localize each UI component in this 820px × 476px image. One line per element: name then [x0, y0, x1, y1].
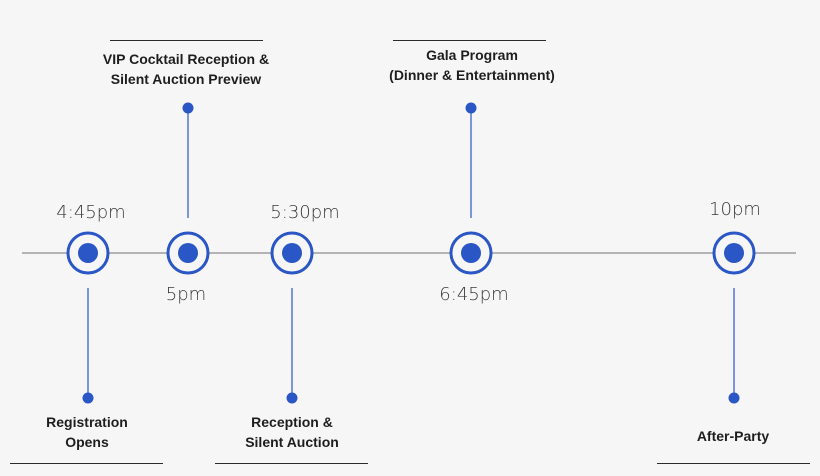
- marker-dot-after-party: [724, 243, 744, 263]
- event-title-line: Opens: [65, 434, 109, 450]
- event-title-line: (Dinner & Entertainment): [389, 67, 555, 83]
- divider-rule: [657, 463, 810, 464]
- time-label-reception: 5:30pm: [270, 202, 340, 223]
- end-dot-after-party: [728, 392, 740, 404]
- divider-rule: [10, 463, 163, 464]
- event-title-registration: Registration Opens: [46, 412, 128, 452]
- marker-dot-reception: [282, 243, 302, 263]
- end-dot-registration: [82, 392, 94, 404]
- divider-rule: [215, 463, 368, 464]
- event-title-line: Silent Auction: [245, 434, 339, 450]
- event-title-line: Gala Program: [426, 47, 518, 63]
- time-label-vip-reception: 5pm: [165, 284, 207, 305]
- end-dot-gala: [465, 102, 477, 114]
- end-dot-reception: [286, 392, 298, 404]
- event-title-vip-reception: VIP Cocktail Reception & Silent Auction …: [103, 49, 269, 89]
- event-title-after-party: After-Party: [697, 426, 769, 446]
- marker-dot-registration: [78, 243, 98, 263]
- divider-rule: [110, 40, 263, 41]
- time-label-after-party: 10pm: [709, 199, 761, 220]
- event-title-reception: Reception & Silent Auction: [245, 412, 339, 452]
- event-title-line: After-Party: [696, 428, 770, 444]
- event-title-gala: Gala Program (Dinner & Entertainment): [389, 45, 555, 85]
- time-label-gala: 6:45pm: [439, 284, 509, 305]
- event-title-line: Registration: [46, 414, 128, 430]
- event-title-line: Reception &: [251, 414, 333, 430]
- divider-rule: [393, 40, 546, 41]
- time-label-registration: 4:45pm: [56, 202, 126, 223]
- event-title-line: Silent Auction Preview: [110, 71, 262, 87]
- marker-dot-vip-reception: [178, 243, 198, 263]
- event-title-line: VIP Cocktail Reception &: [102, 51, 270, 67]
- marker-dot-gala: [461, 243, 481, 263]
- end-dot-vip-reception: [182, 102, 194, 114]
